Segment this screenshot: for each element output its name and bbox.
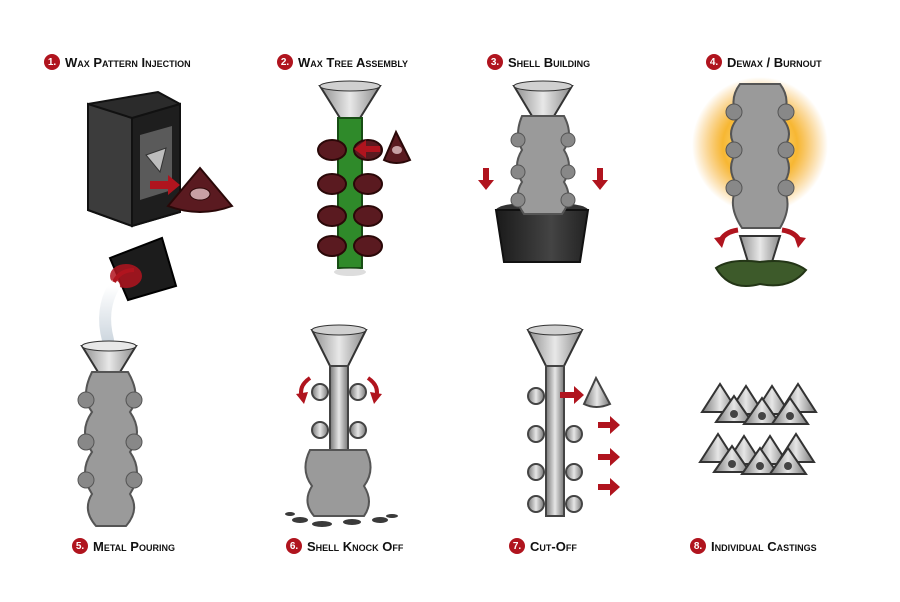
curved-arrow-icon [781, 227, 806, 248]
molten-stream [99, 280, 120, 346]
step-2-title: Wax Tree Assembly [298, 54, 409, 70]
step-5-label: 5. Metal Pouring [72, 538, 175, 554]
step-6-number: 6. [286, 538, 302, 554]
step-3-label: 3. Shell Building [487, 54, 590, 70]
arrow-down-icon [478, 168, 494, 190]
castings-holes [728, 410, 794, 470]
step-1-number: 1. [44, 54, 60, 70]
arrow-icon [598, 478, 620, 496]
step-2-number: 2. [277, 54, 293, 70]
crucible [108, 236, 178, 302]
step-6-title: Shell Knock Off [307, 538, 404, 554]
arrow-icon [150, 175, 180, 195]
castings-pile [698, 382, 818, 475]
curved-arrow-icon [296, 376, 312, 404]
step-4-number: 4. [706, 54, 722, 70]
burnout-tree [714, 83, 808, 287]
step-2-label: 2. Wax Tree Assembly [277, 54, 408, 70]
step-1-title: Wax Pattern Injection [65, 54, 191, 70]
step-7-label: 7. Cut-Off [509, 538, 577, 554]
arrow-down-icon [592, 168, 608, 190]
step-7-number: 7. [509, 538, 525, 554]
cut-casting [582, 375, 612, 408]
step-1-label: 1. Wax Pattern Injection [44, 54, 191, 70]
wax-pattern-triangle [166, 166, 234, 213]
shell-tree [510, 80, 576, 215]
curved-arrow-icon [714, 227, 739, 248]
wax-pattern-attach [382, 129, 412, 164]
step-5-title: Metal Pouring [93, 538, 175, 554]
knockoff-tree [285, 324, 398, 527]
arrow-icon [112, 268, 135, 283]
arrow-icon [560, 386, 584, 404]
step-5-number: 5. [72, 538, 88, 554]
step-6-label: 6. Shell Knock Off [286, 538, 403, 554]
injection-die [87, 90, 181, 228]
arrow-icon [598, 448, 620, 466]
step-4-label: 4. Dewax / Burnout [706, 54, 822, 70]
step-8-title: Individual Castings [711, 538, 817, 554]
step-7-title: Cut-Off [530, 538, 577, 554]
step-3-title: Shell Building [508, 54, 591, 70]
arrow-icon [354, 140, 380, 158]
step-8-number: 8. [690, 538, 706, 554]
cutoff-tree [526, 324, 584, 517]
wax-tree [317, 80, 383, 276]
step-3-number: 3. [487, 54, 503, 70]
curved-arrow-icon [366, 376, 382, 404]
pouring-tree [77, 340, 143, 527]
arrow-icon [598, 416, 620, 434]
step-4-title: Dewax / Burnout [727, 54, 822, 70]
step-8-label: 8. Individual Castings [690, 538, 817, 554]
